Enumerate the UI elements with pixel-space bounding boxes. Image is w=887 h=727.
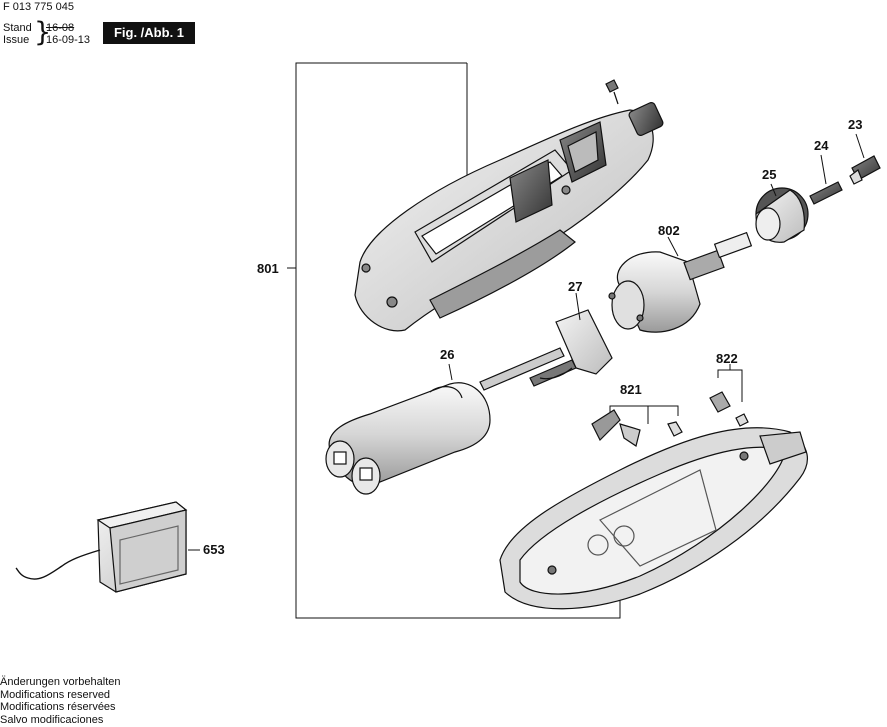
note-fr: Modifications réservées <box>0 701 116 714</box>
bit-23 <box>849 133 881 185</box>
brace-icon: } <box>34 17 52 48</box>
bracket-801 <box>287 62 621 619</box>
note-en: Modifications reserved <box>0 688 111 701</box>
stand-date: 16-08 <box>46 22 75 34</box>
figure-label: Fig. /Abb. 1 <box>103 22 195 44</box>
collet-nut-25 <box>755 183 809 243</box>
document-number: F 013 775 045 <box>3 1 74 13</box>
note-es: Salvo modificaciones <box>0 713 104 726</box>
part-label-802: 802 <box>658 223 680 238</box>
note-de: Änderungen vorbehalten <box>0 676 121 688</box>
part-label-653: 653 <box>203 542 225 557</box>
stand-label: Stand <box>3 22 32 34</box>
part-label-27: 27 <box>568 279 583 294</box>
collet-24 <box>809 154 843 205</box>
part-label-24: 24 <box>814 138 829 153</box>
part-label-821: 821 <box>620 382 642 397</box>
part-label-801: 801 <box>257 261 279 276</box>
housing-bottom <box>499 427 808 610</box>
issue-label: Issue <box>3 34 30 46</box>
motor-802 <box>608 231 753 333</box>
part-label-23: 23 <box>848 117 863 132</box>
part-label-26: 26 <box>440 347 455 362</box>
charger-653 <box>15 501 200 593</box>
switch-27 <box>479 292 613 391</box>
battery-26 <box>325 363 491 495</box>
issue-date: 16-09-13 <box>46 34 91 46</box>
latch-821 <box>591 405 683 447</box>
part-label-25: 25 <box>762 167 777 182</box>
modification-notes: Änderungen vorbehalten Modifications res… <box>0 676 120 726</box>
part-label-822: 822 <box>716 351 738 366</box>
button-822 <box>709 364 749 427</box>
housing-top-801 <box>354 79 664 332</box>
